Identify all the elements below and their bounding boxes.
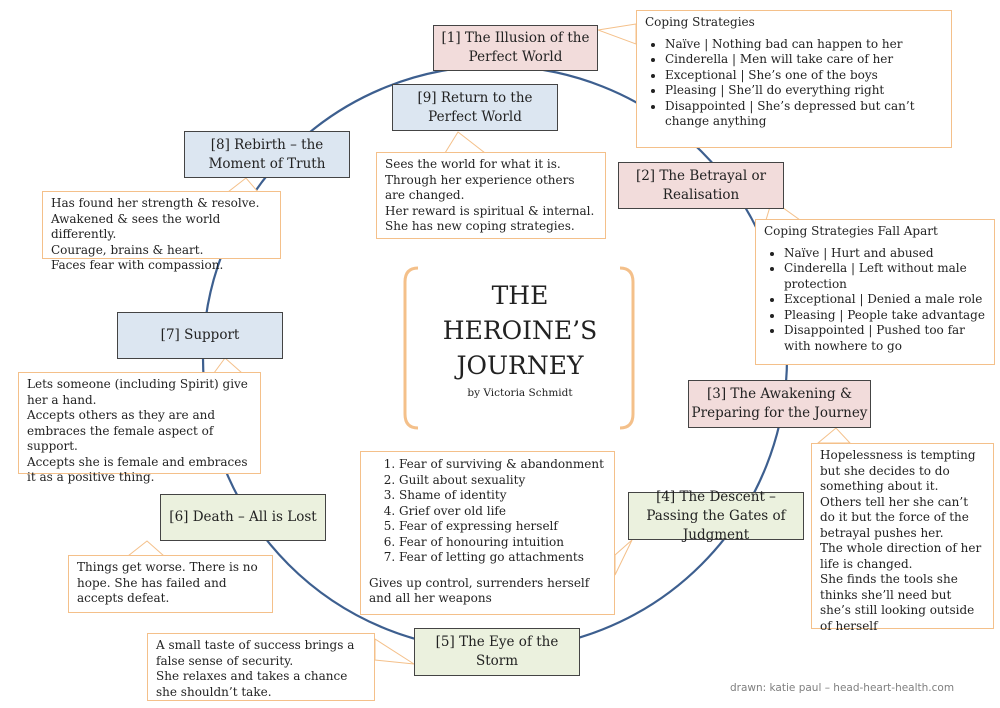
fears-summary: Gives up control, surrenders herself and… <box>369 575 590 606</box>
note-line: Courage, brains & heart. <box>51 242 204 257</box>
stage-8-label: [8] Rebirth – the Moment of Truth <box>208 136 326 172</box>
stage-7-label: [7] Support <box>160 327 240 343</box>
stage-6-label: [6] Death – All is Lost <box>169 509 317 525</box>
note-line: Her reward is spiritual & internal. <box>385 203 595 218</box>
stage-6-box: [6] Death – All is Lost <box>160 494 326 541</box>
stage-3-note: Hopelessness is tempting but she decides… <box>811 443 994 633</box>
stage-5-box: [5] The Eye of the Storm <box>414 628 580 676</box>
stage-4-fears-note: Fear of surviving & abandonment Guilt ab… <box>360 451 615 615</box>
stage-2-label: [2] The Betrayal or Realisation <box>635 167 767 203</box>
note-line: Sees the world for what it is. <box>385 157 561 171</box>
note-line: Through her experience others are change… <box>385 172 575 203</box>
list-item: Pleasing | She’ll do everything right <box>665 83 943 99</box>
list-item: Exceptional | She’s one of the boys <box>665 68 943 84</box>
note-line: She finds the tools she thinks she’ll ne… <box>820 572 975 633</box>
note-line: Things get worse. There is no hope. She … <box>77 560 258 605</box>
note-line: Lets someone (including Spirit) give her… <box>27 377 248 407</box>
list-item: Disappointed | Pushed too far with nowhe… <box>784 323 986 354</box>
note-line: She relaxes and takes a chance she shoul… <box>156 669 348 699</box>
list-item: Fear of letting go attachments <box>399 550 606 566</box>
stage-4-box: [4] The Descent – Passing the Gates of J… <box>628 489 804 543</box>
stage-1-box: [1] The Illusion of the Perfect World <box>433 25 598 71</box>
list-item: Fear of honouring intuition <box>399 535 606 551</box>
note-line: A small taste of success brings a false … <box>156 638 355 668</box>
stage-9-label: [9] Return to the Perfect World <box>417 89 533 125</box>
list-item: Cinderella | Left without male protectio… <box>784 261 986 292</box>
stage-2-box: [2] The Betrayal or Realisation <box>618 162 784 209</box>
list-item: Fear of expressing herself <box>399 519 606 535</box>
stage-5-label: [5] The Eye of the Storm <box>435 634 559 669</box>
coping-strategies-title: Coping Strategies <box>645 15 755 29</box>
note-line: The whole direction of her life is chang… <box>820 541 982 571</box>
stage-3-label: [3] The Awakening & Preparing for the Jo… <box>691 386 868 421</box>
stage-7-note: Lets someone (including Spirit) give her… <box>18 372 261 484</box>
fears-list: Fear of surviving & abandonment Guilt ab… <box>369 457 606 566</box>
note-line: Has found her strength & resolve. <box>51 196 260 210</box>
stage-5-note: A small taste of success brings a false … <box>147 633 375 701</box>
stage-1-label: [1] The Illusion of the Perfect World <box>441 30 590 65</box>
coping-fall-apart-note: Coping Strategies Fall Apart Naïve | Hur… <box>755 219 995 365</box>
stage-8-note: Has found her strength & resolve. Awaken… <box>42 191 281 272</box>
list-item: Pleasing | People take advantage <box>784 308 986 324</box>
note-line: Accepts she is female and embraces it as… <box>27 454 248 485</box>
list-item: Naïve | Nothing bad can happen to her <box>665 37 943 53</box>
stage-3-box: [3] The Awakening & Preparing for the Jo… <box>688 380 871 428</box>
list-item: Naïve | Hurt and abused <box>784 246 986 262</box>
stage-4-label: [4] The Descent – Passing the Gates of J… <box>646 488 786 543</box>
title-line: HEROINE’S <box>442 316 598 345</box>
diagram-title: THE HEROINE’S JOURNEY <box>410 278 630 383</box>
stage-9-note: Sees the world for what it is. Through h… <box>376 152 606 239</box>
list-item: Cinderella | Men will take care of her <box>665 52 943 68</box>
title-line: JOURNEY <box>456 351 584 380</box>
list-item: Guilt about sexuality <box>399 473 606 489</box>
note-line: Faces fear with compassion. <box>51 258 224 272</box>
title-block: THE HEROINE’S JOURNEY by Victoria Schmid… <box>410 270 630 426</box>
note-line: She has new coping strategies. <box>385 219 575 233</box>
list-item: Grief over old life <box>399 504 606 520</box>
author-credit: by Victoria Schmidt <box>467 387 573 399</box>
note-line: Hopelessness is tempting but she decides… <box>820 448 976 493</box>
stage-6-note: Things get worse. There is no hope. She … <box>68 555 273 613</box>
note-line: Accepts others as they are and embraces … <box>27 408 216 453</box>
drawn-by-credit: drawn: katie paul – head-heart-health.co… <box>730 682 955 694</box>
coping-strategies-list: Naïve | Nothing bad can happen to her Ci… <box>645 37 943 130</box>
stage-8-box: [8] Rebirth – the Moment of Truth <box>184 131 350 178</box>
list-item: Shame of identity <box>399 488 606 504</box>
stage-9-box: [9] Return to the Perfect World <box>392 84 558 131</box>
list-item: Exceptional | Denied a male role <box>784 292 986 308</box>
coping-fall-apart-list: Naïve | Hurt and abused Cinderella | Lef… <box>764 246 986 355</box>
coping-strategies-note: Coping Strategies Naïve | Nothing bad ca… <box>636 10 952 148</box>
note-line: Awakened & sees the world differently. <box>51 211 221 242</box>
list-item: Fear of surviving & abandonment <box>399 457 606 473</box>
stage-7-box: [7] Support <box>117 312 283 359</box>
note-line: Others tell her she can’t do it but the … <box>820 494 969 540</box>
coping-fall-apart-title: Coping Strategies Fall Apart <box>764 224 938 238</box>
list-item: Disappointed | She’s depressed but can’t… <box>665 99 943 130</box>
title-line: THE <box>491 281 549 310</box>
